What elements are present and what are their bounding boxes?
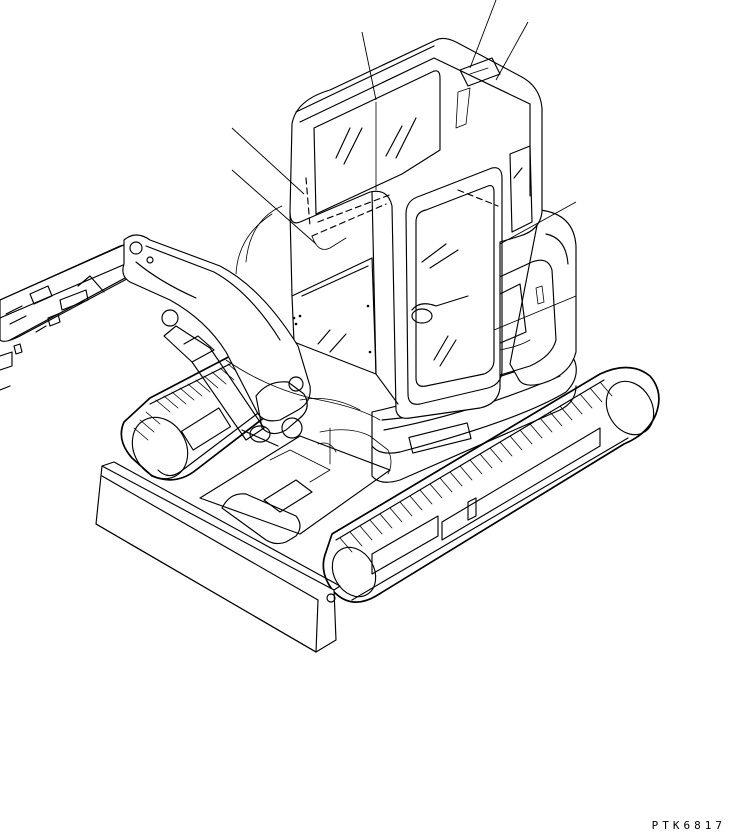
leader-line-2 [495, 21, 529, 81]
right-track [322, 366, 660, 603]
leader-line-4 [231, 127, 305, 195]
boom-arm [0, 234, 392, 475]
leader-line-5 [231, 169, 317, 245]
leader-line-3 [361, 31, 377, 101]
leader-line-1 [469, 0, 497, 69]
leader-line-6 [499, 201, 577, 245]
callout-leaders [231, 0, 577, 331]
dozer-blade [95, 461, 341, 653]
leader-line-7 [493, 295, 577, 331]
operator-cab [235, 37, 543, 419]
drawing-code: PTK6817 [651, 819, 726, 832]
